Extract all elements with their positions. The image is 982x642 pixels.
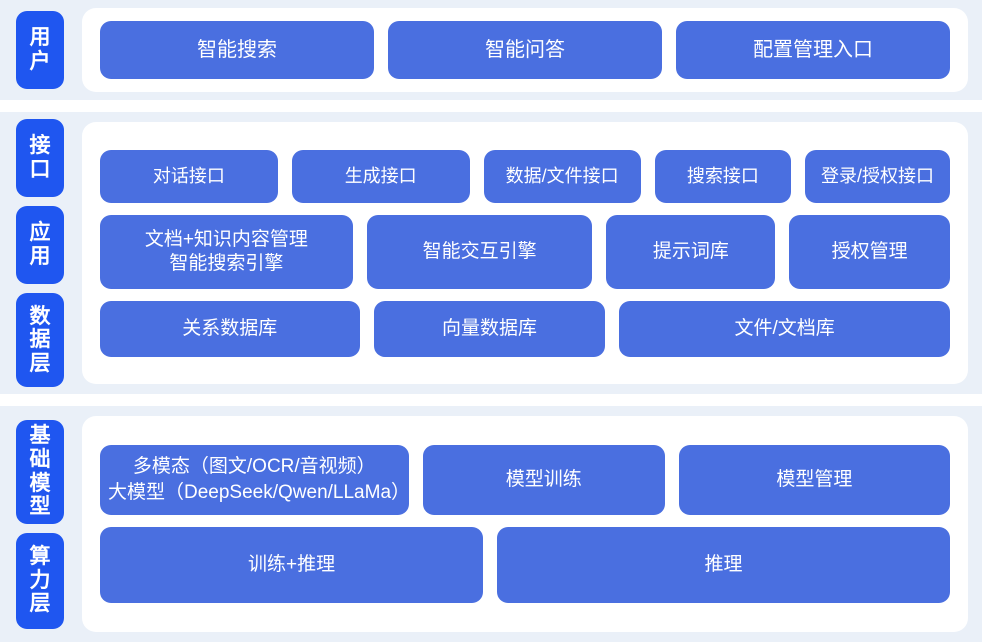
compute-row: 训练+推理 推理 — [100, 527, 950, 603]
section-bottom: 基础模型 算力层 多模态（图文/OCR/音视频） 大模型（DeepSeek/Qw… — [0, 406, 982, 642]
model-row: 多模态（图文/OCR/音视频） 大模型（DeepSeek/Qwen/LLaMa）… — [100, 445, 951, 515]
layer-label-user-text: 用户 — [29, 26, 51, 73]
interface-row: 对话接口 生成接口 数据/文件接口 搜索接口 登录/授权接口 — [100, 149, 950, 203]
box-multimodal-large-model[interactable]: 多模态（图文/OCR/音视频） 大模型（DeepSeek/Qwen/LLaMa） — [100, 445, 410, 515]
box-search-interface[interactable]: 搜索接口 — [654, 149, 792, 203]
layer-label-application-text: 应用 — [29, 221, 51, 268]
box-prompt-library[interactable]: 提示词库 — [606, 214, 776, 289]
layer-label-interface: 接口 — [16, 119, 64, 197]
layer-label-user: 用户 — [16, 11, 64, 89]
box-authorization-management[interactable]: 授权管理 — [789, 214, 950, 289]
data-row: 关系数据库 向量数据库 文件/文档库 — [100, 300, 950, 357]
layer-label-application: 应用 — [16, 206, 64, 284]
box-file-document-store[interactable]: 文件/文档库 — [619, 300, 950, 357]
box-model-training[interactable]: 模型训练 — [422, 445, 665, 515]
box-data-file-interface[interactable]: 数据/文件接口 — [483, 149, 641, 203]
box-login-auth-interface[interactable]: 登录/授权接口 — [805, 149, 950, 203]
layer-label-foundation-model: 基础模型 — [16, 419, 64, 524]
box-doc-knowledge-management[interactable]: 文档+知识内容管理 智能搜索引擎 — [100, 214, 353, 289]
box-training-plus-inference[interactable]: 训练+推理 — [100, 527, 484, 603]
box-vector-database[interactable]: 向量数据库 — [373, 300, 606, 357]
layer-label-compute: 算力层 — [16, 532, 64, 629]
application-row: 文档+知识内容管理 智能搜索引擎 智能交互引擎 提示词库 授权管理 — [100, 214, 950, 289]
section-user-label-rail: 用户 — [16, 0, 64, 100]
box-smart-qa[interactable]: 智能问答 — [388, 21, 662, 79]
box-generation-interface[interactable]: 生成接口 — [291, 149, 470, 203]
box-smart-search[interactable]: 智能搜索 — [100, 21, 374, 79]
layer-label-foundation-model-text: 基础模型 — [29, 424, 51, 519]
section-middle-card: 对话接口 生成接口 数据/文件接口 搜索接口 登录/授权接口 文档+知识内容管理… — [82, 122, 968, 384]
user-row: 智能搜索 智能问答 配置管理入口 — [100, 21, 950, 79]
box-relational-database[interactable]: 关系数据库 — [100, 300, 360, 357]
box-model-management[interactable]: 模型管理 — [678, 445, 951, 515]
layer-label-interface-text: 接口 — [29, 134, 51, 181]
section-middle-label-rail: 接口 应用 数据层 — [16, 112, 64, 394]
layer-label-compute-text: 算力层 — [29, 545, 51, 616]
box-dialog-interface[interactable]: 对话接口 — [100, 149, 278, 203]
section-bottom-label-rail: 基础模型 算力层 — [16, 406, 64, 642]
box-config-management-entry[interactable]: 配置管理入口 — [676, 21, 950, 79]
section-bottom-card: 多模态（图文/OCR/音视频） 大模型（DeepSeek/Qwen/LLaMa）… — [82, 416, 968, 632]
box-smart-interaction-engine[interactable]: 智能交互引擎 — [366, 214, 593, 289]
layer-label-data-text: 数据层 — [29, 304, 51, 375]
section-user-card: 智能搜索 智能问答 配置管理入口 — [82, 8, 968, 92]
section-middle: 接口 应用 数据层 对话接口 生成接口 数据/文件接口 搜索接口 登录/授权接口… — [0, 112, 982, 394]
layer-label-data: 数据层 — [16, 293, 64, 387]
box-inference[interactable]: 推理 — [497, 527, 950, 603]
section-user: 用户 智能搜索 智能问答 配置管理入口 — [0, 0, 982, 100]
